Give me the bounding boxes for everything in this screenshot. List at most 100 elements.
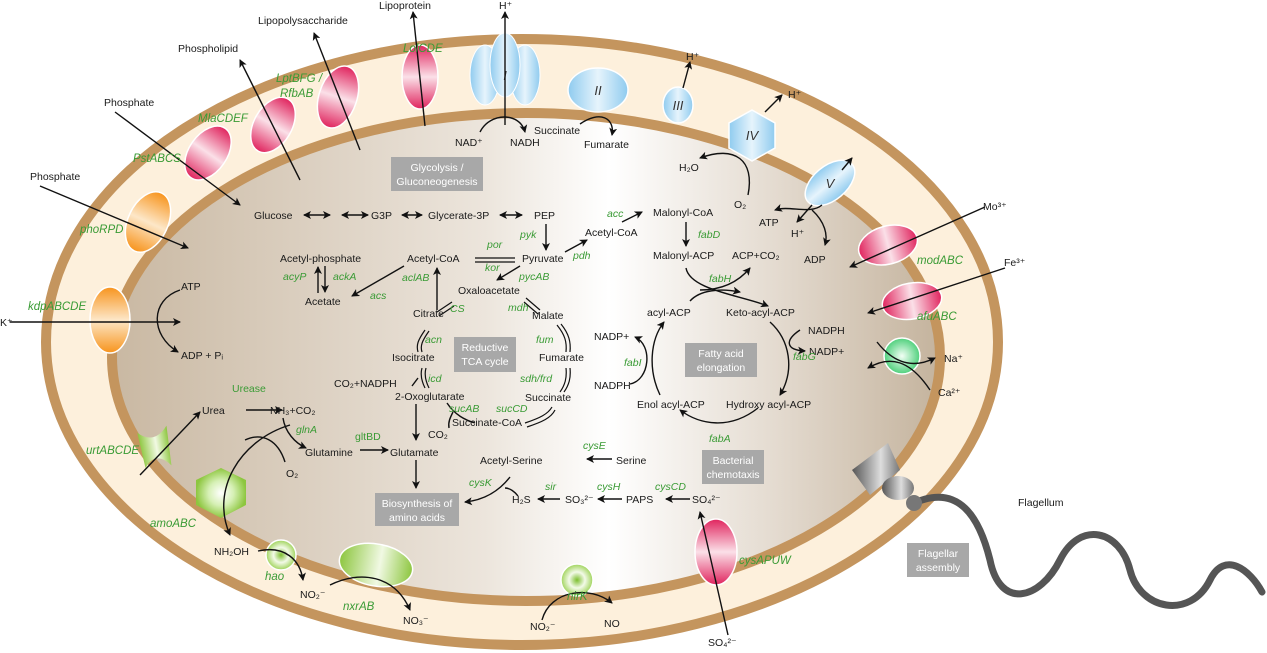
metabolites-so4-label: SO₄²⁻ bbox=[692, 494, 721, 506]
boxes-aa2-label: amino acids bbox=[389, 512, 445, 524]
enzymes-gltbd-label: gltBD bbox=[355, 431, 381, 443]
enzymes-urease-label: Urease bbox=[232, 383, 266, 395]
enzymes-cyscd-label: cysCD bbox=[655, 481, 686, 493]
outside-h_top-label: H⁺ bbox=[499, 0, 513, 12]
metabolites-h2o-label: H₂O bbox=[679, 162, 699, 174]
metabolites-no3-label: NO₃⁻ bbox=[403, 615, 429, 627]
enzymes-icd-label: icd bbox=[428, 373, 443, 385]
metabolites-glycerate-label: Glycerate-3P bbox=[428, 210, 489, 222]
box-fatty-acid: Fatty acid elongation bbox=[685, 343, 757, 377]
transporters-mod-label: modABC bbox=[917, 255, 964, 267]
outside-mo-label: Mo³⁺ bbox=[983, 201, 1007, 213]
outside-lipopolysaccharide-label: Lipopolysaccharide bbox=[258, 15, 348, 27]
transporter-phorpd bbox=[39, 185, 189, 253]
metabolites-no-label: NO bbox=[604, 618, 620, 630]
metabolites-fumarate_top-label: Fumarate bbox=[584, 139, 629, 151]
metabolites-malonylcoa-label: Malonyl-CoA bbox=[653, 207, 713, 219]
enzyme-labels: pyk acc pdh por kor pycAB acyP ackA acs … bbox=[232, 208, 816, 493]
metabolites-succinate-label: Succinate bbox=[525, 392, 571, 404]
metabolites-co2-label: CO₂ bbox=[428, 429, 448, 441]
transporter-lolcde bbox=[401, 11, 439, 127]
metabolites-no2b-label: NO₂⁻ bbox=[530, 621, 556, 633]
metabolites-atp_left-label: ATP bbox=[181, 281, 201, 293]
metabolites-h3-label: H⁺ bbox=[686, 51, 700, 63]
boxes-chemo1-label: Bacterial bbox=[713, 455, 754, 467]
metabolites-malate-label: Malate bbox=[532, 310, 564, 322]
metabolites-no2a-label: NO₂⁻ bbox=[300, 589, 326, 601]
metabolites-citrate-label: Citrate bbox=[413, 308, 444, 320]
boxes-glyco1-label: Glycolysis / bbox=[410, 162, 463, 174]
metabolites-succinylcoa-label: Succinate-CoA bbox=[452, 417, 522, 429]
transporter-cysapuw bbox=[694, 511, 738, 636]
transporters-hao-label: hao bbox=[265, 571, 285, 583]
transporters-afu-label: afuABC bbox=[917, 311, 957, 323]
transporters-mla-label: MlaCDEF bbox=[198, 113, 249, 125]
metabolites-glucose-label: Glucose bbox=[254, 210, 293, 222]
outside-phosphate1-label: Phosphate bbox=[104, 97, 154, 109]
metabolites-co2nadph-label: CO₂+NADPH bbox=[334, 378, 397, 390]
transporters-urt-label: urtABCDE bbox=[86, 445, 139, 457]
transporters-pst-label: PstABCS bbox=[133, 153, 181, 165]
complex-i: I bbox=[469, 11, 541, 133]
enzymes-sucab-label: sucAB bbox=[449, 403, 479, 415]
transporter-amoabc bbox=[196, 424, 291, 536]
metabolites-g3p-label: G3P bbox=[371, 210, 392, 222]
metabolites-acylacp-label: acyl-ACP bbox=[647, 307, 691, 319]
transporters-lpt1-label: LptBFG / bbox=[276, 73, 324, 85]
metabolites-serine-label: Serine bbox=[616, 455, 647, 467]
boxes-fa1-label: Fatty acid bbox=[698, 348, 744, 360]
enzymes-pyk-label: pyk bbox=[519, 229, 537, 241]
metabolites-nadp2-label: NADP+ bbox=[809, 346, 844, 358]
enzymes-cysh-label: cysH bbox=[597, 481, 621, 493]
outside-fe-label: Fe³⁺ bbox=[1004, 257, 1026, 269]
transporter-kdpabcde bbox=[10, 286, 181, 354]
enzymes-pdh-label: pdh bbox=[572, 250, 591, 262]
enzymes-succd-label: sucCD bbox=[496, 403, 528, 415]
metabolites-glutamate-label: Glutamate bbox=[390, 447, 439, 459]
metabolites-acetate-label: Acetate bbox=[305, 296, 341, 308]
metabolites-acetylserine-label: Acetyl-Serine bbox=[480, 455, 543, 467]
complexes-c4-label: IV bbox=[746, 128, 760, 143]
boxes-glyco2-label: Gluconeogenesis bbox=[396, 176, 477, 188]
enzymes-cysk-label: cysK bbox=[469, 477, 493, 489]
box-glycolysis: Glycolysis / Gluconeogenesis bbox=[391, 157, 483, 191]
transporters-amo-label: amoABC bbox=[150, 518, 197, 530]
boxes-flag1-label: Flagellar bbox=[918, 548, 959, 560]
metabolites-ca-label: Ca²⁺ bbox=[938, 387, 961, 399]
metabolites-pep-label: PEP bbox=[534, 210, 555, 222]
enzymes-faba-label: fabA bbox=[709, 433, 731, 445]
enzymes-acc-label: acc bbox=[607, 208, 624, 220]
metabolites-acpco2-label: ACP+CO₂ bbox=[732, 250, 780, 262]
enzymes-fabd-label: fabD bbox=[698, 229, 721, 241]
metabolites-malonylacp-label: Malonyl-ACP bbox=[653, 250, 714, 262]
enzymes-mdh-label: mdh bbox=[508, 302, 529, 314]
transporters-cys-label: cysAPUW bbox=[739, 555, 792, 567]
metabolites-so3-label: SO₃²⁻ bbox=[565, 494, 594, 506]
enzymes-pycab-label: pycAB bbox=[518, 271, 549, 283]
metabolite-labels: NAD⁺ NADH Succinate Fumarate H⁺ H⁺ H₂O O… bbox=[181, 51, 963, 633]
boxes-fa2-label: elongation bbox=[697, 362, 746, 374]
metabolites-acetylp-label: Acetyl-phosphate bbox=[280, 253, 361, 265]
enzymes-acka-label: ackA bbox=[333, 271, 356, 283]
enzymes-aclab-label: aclAB bbox=[402, 272, 429, 284]
enzymes-fabh-label: fabH bbox=[709, 273, 732, 285]
enzymes-fabi-label: fabI bbox=[624, 357, 642, 369]
complex-ii: II bbox=[567, 67, 629, 136]
transporters-nxr-label: nxrAB bbox=[343, 601, 375, 613]
enzymes-fabg-label: fabG bbox=[793, 351, 816, 363]
transporter-mlacdef bbox=[239, 59, 301, 181]
enzyme-nxrab bbox=[329, 542, 414, 611]
metabolites-ketoacylacp-label: Keto-acyl-ACP bbox=[726, 307, 795, 319]
metabolites-atp_top-label: ATP bbox=[759, 217, 779, 229]
metabolites-na-label: Na⁺ bbox=[944, 353, 963, 365]
enzymes-acyp-label: acyP bbox=[283, 271, 306, 283]
enzymes-fum-label: fum bbox=[536, 334, 554, 346]
metabolites-paps-label: PAPS bbox=[626, 494, 653, 506]
transporters-lpt2-label: RfbAB bbox=[280, 88, 314, 100]
complexes-c5-label: V bbox=[826, 176, 836, 191]
metabolites-h4-label: H⁺ bbox=[788, 89, 802, 101]
